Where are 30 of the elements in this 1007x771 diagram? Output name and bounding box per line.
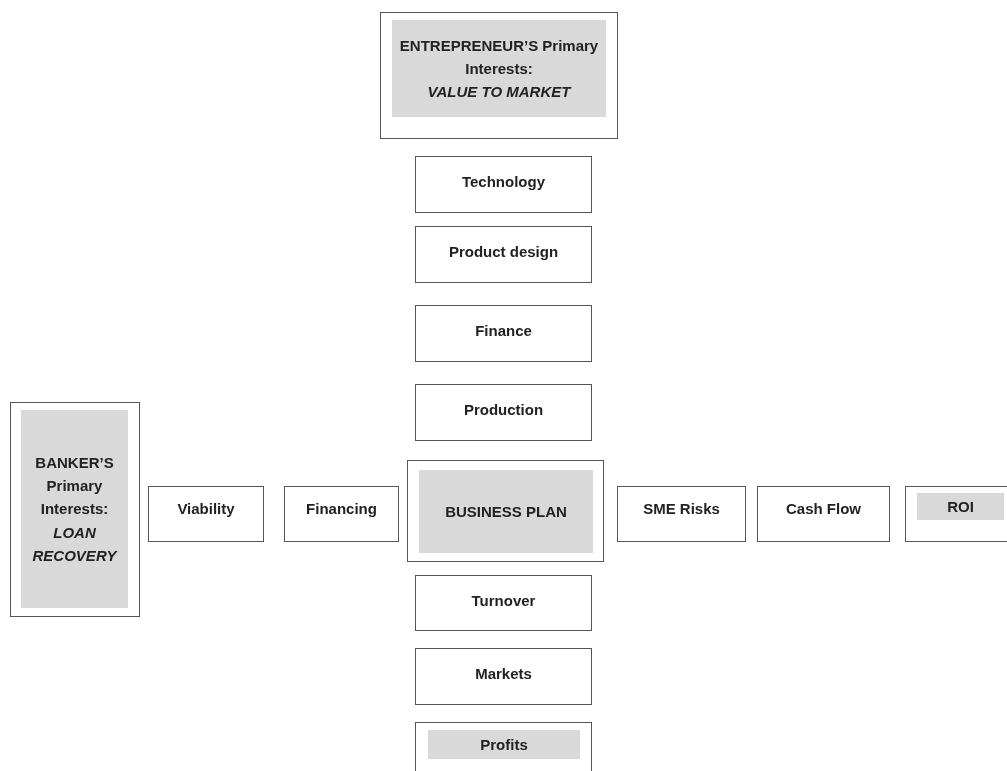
box-label: Financing	[305, 499, 378, 519]
topic-box	[757, 486, 890, 542]
box-label: Viability	[176, 499, 236, 519]
box-label: Technology	[460, 172, 547, 192]
topic-box	[415, 156, 592, 213]
topic-box	[617, 486, 746, 542]
box-label: Production	[462, 400, 545, 420]
highlighted-box	[10, 402, 140, 617]
highlighted-box	[380, 12, 618, 139]
box-label: Product design	[447, 242, 560, 262]
topic-box	[415, 305, 592, 362]
box-label: Turnover	[470, 591, 537, 611]
highlight-label: Profits	[428, 730, 580, 759]
highlighted-box	[905, 486, 1007, 542]
highlighted-box	[407, 460, 604, 562]
highlight-label: ROI	[917, 493, 1004, 520]
box-label: Cash Flow	[785, 499, 862, 519]
topic-box	[415, 384, 592, 441]
highlight-label: BUSINESS PLAN	[419, 470, 593, 553]
box-label: SME Risks	[642, 499, 721, 519]
box-label: Markets	[474, 664, 533, 684]
topic-box	[415, 575, 592, 631]
highlight-label: BANKER’S Primary Interests: LOAN RECOVERY	[21, 410, 128, 608]
topic-box	[284, 486, 399, 542]
topic-box	[415, 226, 592, 283]
topic-box	[415, 648, 592, 705]
topic-box	[148, 486, 264, 542]
box-label: Finance	[474, 321, 533, 341]
highlight-label: ENTREPRENEUR’S Primary Interests: VALUE TO MARKET	[392, 20, 606, 117]
highlighted-box	[415, 722, 592, 771]
